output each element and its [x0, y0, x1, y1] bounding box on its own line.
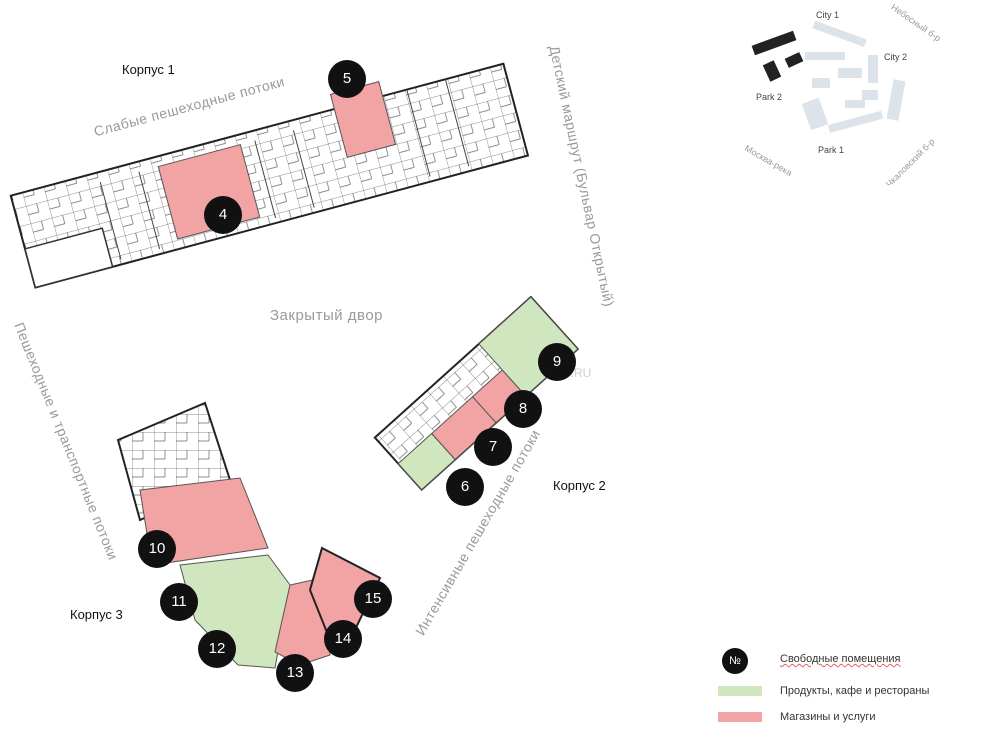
legend-shops-swatch	[718, 712, 762, 722]
minimap-city1: City 1	[816, 10, 840, 20]
minimap	[751, 20, 906, 133]
yard-label: Закрытый двор	[270, 307, 384, 324]
legend-free-text: Свободные помещения	[780, 653, 901, 665]
premise-marker-10[interactable]: 10	[138, 530, 176, 568]
premise-marker-7[interactable]: 7	[474, 428, 512, 466]
building-2-label: Корпус 2	[553, 478, 606, 493]
premise-marker-8[interactable]: 8	[504, 390, 542, 428]
premise-marker-5[interactable]: 5	[328, 60, 366, 98]
building-1-label: Корпус 1	[122, 62, 175, 77]
premise-marker-15[interactable]: 15	[354, 580, 392, 618]
premise-11-12-area	[179, 554, 291, 669]
minimap-park2: Park 2	[756, 92, 783, 102]
legend-shops-text: Магазины и услуги	[780, 711, 876, 723]
legend-marker-symbol: №	[722, 648, 748, 674]
minimap-park1: Park 1	[818, 145, 845, 155]
premise-marker-12[interactable]: 12	[198, 630, 236, 668]
legend-food-swatch	[718, 686, 762, 696]
building-2-plan	[373, 295, 580, 492]
minimap-city2: City 2	[884, 52, 908, 62]
building-3-label: Корпус 3	[70, 607, 123, 622]
premise-marker-11[interactable]: 11	[160, 583, 198, 621]
premise-marker-14[interactable]: 14	[324, 620, 362, 658]
premise-marker-9[interactable]: 9	[538, 343, 576, 381]
premise-marker-13[interactable]: 13	[276, 654, 314, 692]
legend-food-text: Продукты, кафе и рестораны	[780, 685, 930, 697]
premise-marker-4[interactable]: 4	[204, 196, 242, 234]
building-1-plan	[9, 62, 530, 289]
premise-marker-6[interactable]: 6	[446, 468, 484, 506]
